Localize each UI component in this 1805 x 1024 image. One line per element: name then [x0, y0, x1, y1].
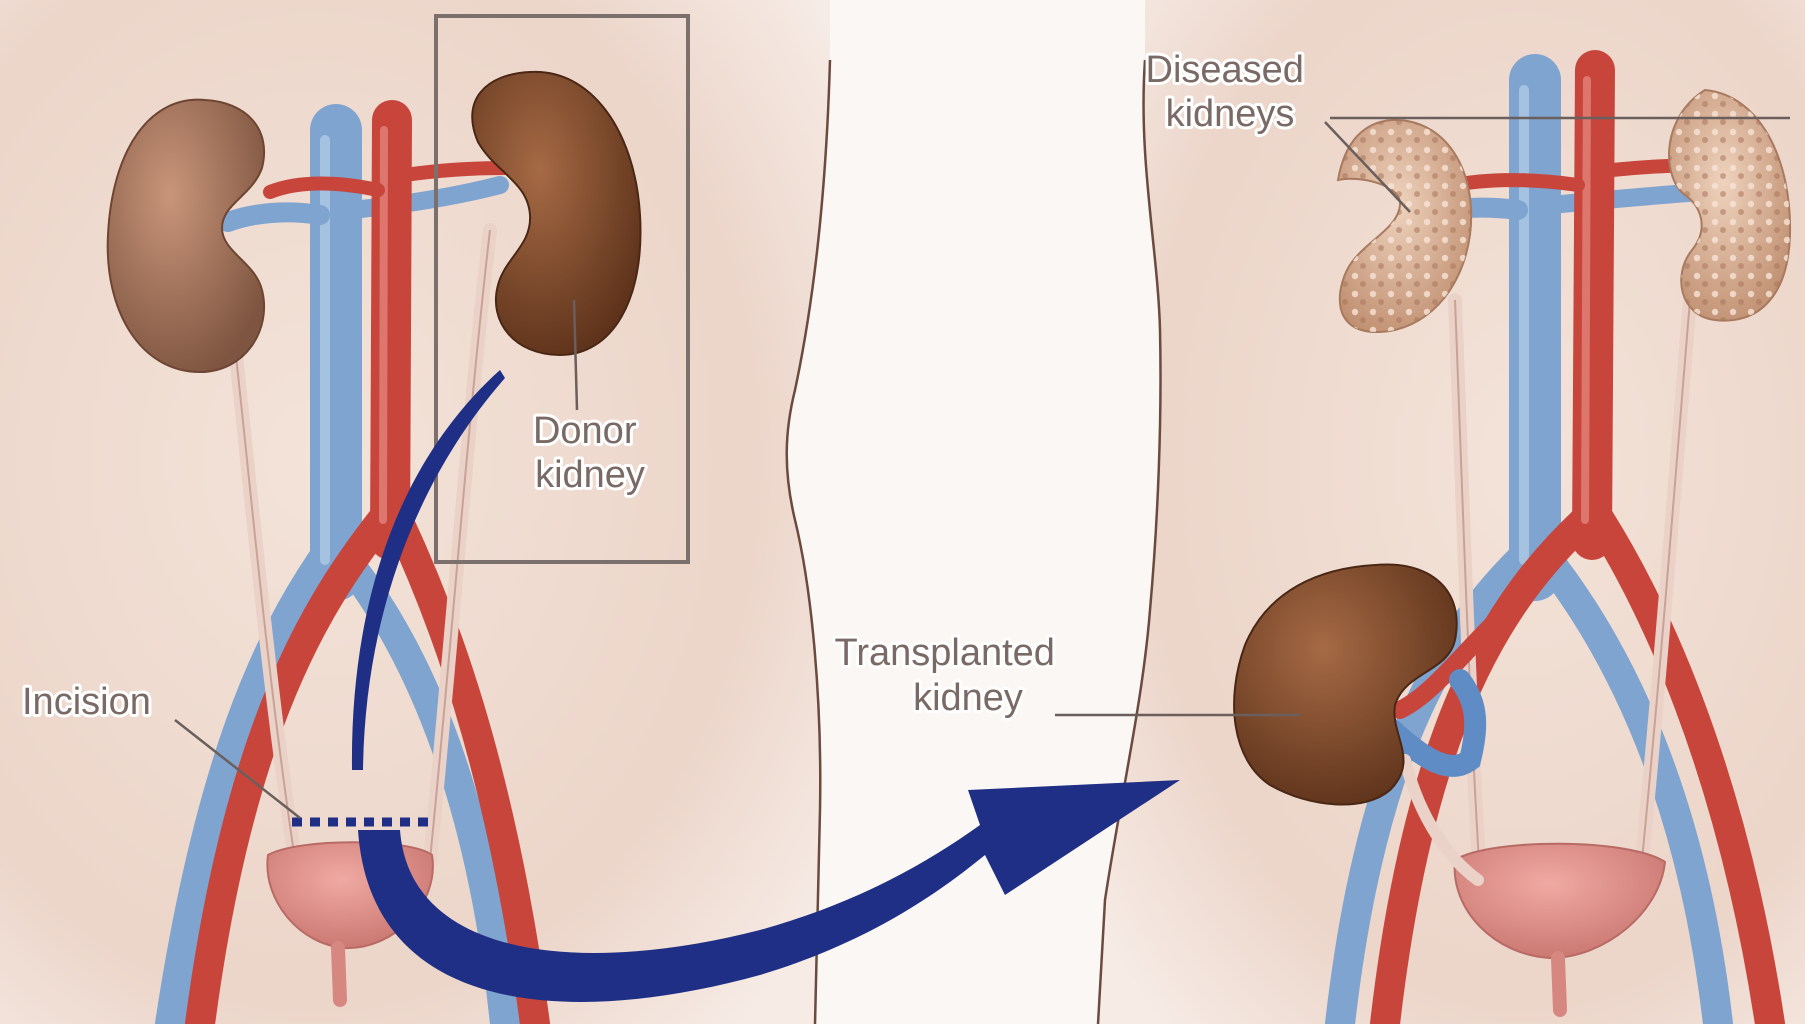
recipient-panel: Diseased kidneys Transplanted kidney: [835, 0, 1805, 1024]
donor-urethra: [338, 948, 340, 1000]
donor-renal-artery-right: [405, 168, 505, 175]
recipient-aorta-highlight: [1585, 80, 1587, 520]
incision-label: Incision: [22, 681, 151, 723]
transplanted-kidney-label: Transplanted kidney: [835, 632, 1066, 719]
donor-aorta: [390, 120, 392, 540]
recipient-aorta: [1592, 70, 1595, 540]
recipient-urethra: [1558, 958, 1560, 1010]
donor-renal-vein-left: [228, 212, 320, 222]
